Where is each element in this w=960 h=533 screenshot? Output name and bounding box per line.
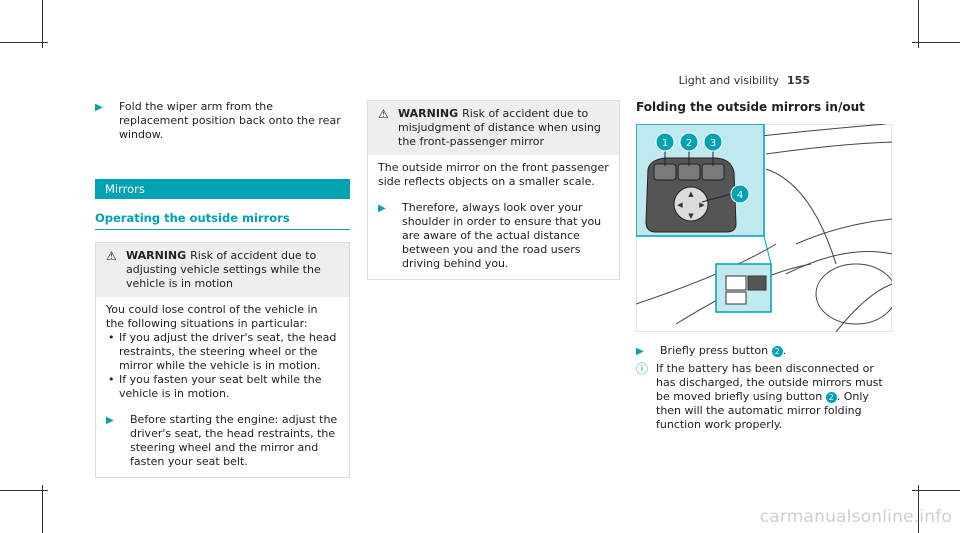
warning-body: The outside mirror on the front passenge… [368, 155, 619, 279]
callout-1: 1 [662, 138, 668, 149]
triangle-arrow-icon: ▶ [378, 203, 386, 214]
crop-mark [912, 490, 960, 491]
info-note: ⓘ If the battery has been disconnected o… [636, 362, 892, 432]
warning-triangle-icon: ⚠ [106, 249, 117, 263]
info-icon: ⓘ [636, 362, 649, 376]
mirror-switch-figure: ▲ ▼ ◀ ▶ 1 2 3 4 [636, 124, 892, 332]
list-item: If you fasten your seat belt while the v… [106, 373, 339, 401]
subsection-heading: Operating the outside mirrors [95, 211, 350, 230]
column-right: Folding the outside mirrors in/out ▲ ▼ ◀… [636, 100, 892, 432]
callout-3: 3 [710, 138, 716, 149]
warning-body-text: You could lose control of the vehicle in… [106, 303, 318, 330]
svg-text:▲: ▲ [688, 190, 694, 198]
triangle-arrow-icon: ▶ [95, 102, 103, 113]
page-number: 155 [787, 74, 810, 87]
warning-body-text: The outside mirror on the front passenge… [378, 161, 609, 188]
watermark: carmanualsonline.info [759, 507, 952, 527]
svg-text:▼: ▼ [688, 212, 694, 220]
figure-title: Folding the outside mirrors in/out [636, 100, 865, 114]
step-text: Fold the wiper arm from the replacement … [119, 100, 341, 141]
warning-triangle-icon: ⚠ [378, 107, 389, 121]
header-section: Light and visibility [678, 74, 780, 87]
step-item: ▶ Therefore, always look over your shoul… [378, 201, 609, 271]
crop-mark [912, 42, 960, 43]
crop-mark [918, 0, 919, 48]
list-item: If you adjust the driver's seat, the hea… [106, 331, 339, 373]
section-heading: Mirrors [95, 179, 350, 199]
warning-lead: Risk of accident due to misjudgment of d… [398, 107, 601, 148]
svg-text:◀: ◀ [677, 201, 683, 209]
crop-mark [0, 490, 48, 491]
crop-mark [918, 485, 919, 533]
warning-lead: Risk of accident due to adjusting vehicl… [126, 249, 321, 290]
warning-body: You could lose control of the vehicle in… [96, 297, 349, 477]
step-text: Therefore, always look over your shoulde… [402, 201, 602, 270]
running-header: Light and visibility 155 [679, 74, 810, 87]
warning-title: WARNING [126, 249, 187, 262]
triangle-arrow-icon: ▶ [636, 346, 644, 357]
step-text: Before starting the engine: adjust the d… [130, 413, 338, 468]
crop-mark [42, 485, 43, 533]
button-badge: 2 [825, 391, 837, 403]
callout-4: 4 [737, 190, 743, 201]
svg-text:▶: ▶ [699, 201, 705, 209]
button-badge: 2 [771, 345, 783, 357]
crop-mark [0, 42, 48, 43]
callout-2: 2 [686, 138, 692, 149]
crop-mark [42, 0, 43, 48]
note-text: If the battery has been disconnected or … [656, 362, 883, 431]
warning-bullets: If you adjust the driver's seat, the hea… [106, 331, 339, 401]
step-item: ▶ Before starting the engine: adjust the… [106, 413, 339, 469]
triangle-arrow-icon: ▶ [106, 415, 114, 426]
column-left: ▶ Fold the wiper arm from the replacemen… [95, 100, 350, 478]
step-item: ▶ Fold the wiper arm from the replacemen… [95, 100, 350, 142]
warning-title: WARNING [398, 107, 459, 120]
step-item: ▶ Briefly press button 2. [636, 344, 892, 359]
step-text: Briefly press button 2. [660, 344, 787, 357]
